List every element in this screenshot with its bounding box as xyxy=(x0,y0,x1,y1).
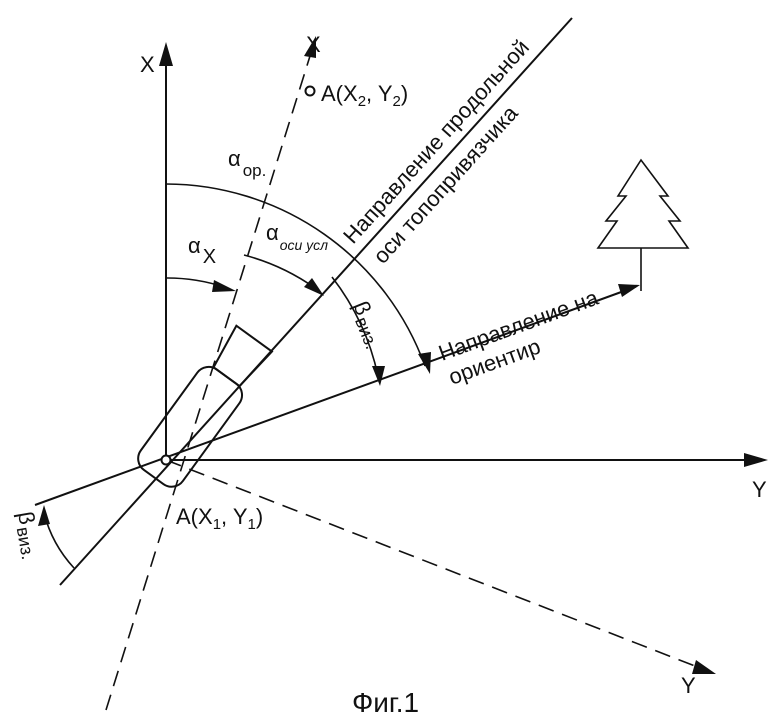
alpha-x-arrow xyxy=(212,280,236,292)
longitudinal-axis-line xyxy=(59,17,573,586)
landmark-direction-arrow xyxy=(618,284,640,297)
beta-viz-label: βвиз. xyxy=(346,298,390,353)
beta-viz-arrow xyxy=(372,366,385,386)
rotated-y-axis xyxy=(165,459,701,669)
y-axis-label: Y xyxy=(752,477,767,502)
rotated-x-axis-arrow xyxy=(304,36,316,58)
rotated-x-axis xyxy=(105,55,311,711)
x-axis-label: X xyxy=(140,52,155,77)
rotated-y-axis-arrow xyxy=(692,660,716,674)
landmark-direction-line xyxy=(34,290,625,506)
rotated-y-axis-label: Y xyxy=(681,673,696,698)
y-axis-arrow xyxy=(744,453,768,467)
tree-icon xyxy=(596,158,690,291)
alpha-osi-arrow xyxy=(304,278,324,296)
point-a2-label: A(X2, Y2) xyxy=(321,81,408,110)
vehicle-icon xyxy=(137,324,274,488)
beta-viz-lower-arrow xyxy=(38,505,50,526)
figure-caption: Фиг.1 xyxy=(352,687,419,718)
alpha-osi-label: αоси усл xyxy=(266,220,328,253)
point-a1-marker xyxy=(160,454,172,466)
alpha-osi-arc xyxy=(243,254,316,289)
longitudinal-label-line1: Направление продольной xyxy=(338,35,534,249)
rotated-x-axis-label: X xyxy=(306,32,321,57)
point-a2-marker xyxy=(304,85,316,97)
alpha-or-arc xyxy=(165,183,426,367)
point-a1-label: A(X1, Y1) xyxy=(176,504,263,533)
x-axis-arrow xyxy=(159,42,173,66)
alpha-or-arrow xyxy=(418,352,431,374)
